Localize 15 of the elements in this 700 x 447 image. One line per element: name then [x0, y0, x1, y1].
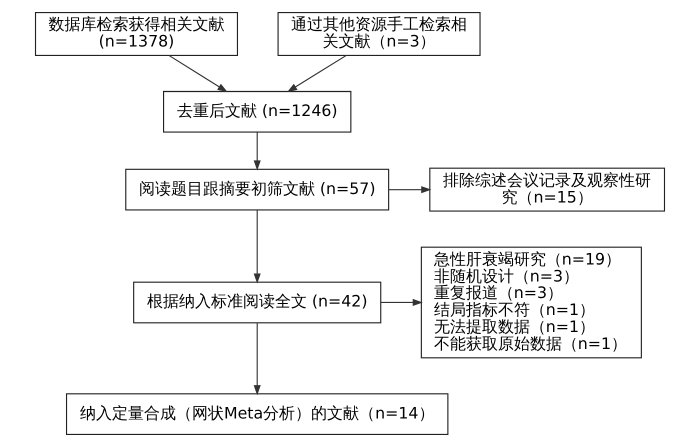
arrow [388, 186, 432, 194]
node-box: 数据库检索获得相关文献 (n=1378) [34, 12, 238, 56]
node-box: 纳入定量合成（网状Meta分析）的文献（n=14） [66, 393, 448, 436]
arrow [168, 55, 228, 92]
arrow [254, 132, 261, 171]
arrow [254, 323, 261, 396]
arrow [254, 210, 261, 284]
arrow [380, 298, 423, 306]
node-box: 排除综述会议记录及观察性研究（n=15） [429, 168, 666, 212]
node-box: 阅读题目跟摘要初筛文献 (n=57) [125, 168, 390, 211]
arrow [287, 55, 346, 92]
node-box: 去重后文献 (n=1246) [163, 90, 352, 133]
node-box: 根据纳入标准阅读全文 (n=42) [133, 282, 382, 324]
node-box: 急性肝衰竭研究（n=19） 非随机设计（n=3） 重复报道（n=3） 结局指标不符（n=1） 无法提取数据（n=1） 不能获取原始数据（n=1） [420, 246, 642, 358]
node-box: 通过其他资源手工检索相关文献（n=3） [278, 12, 481, 56]
